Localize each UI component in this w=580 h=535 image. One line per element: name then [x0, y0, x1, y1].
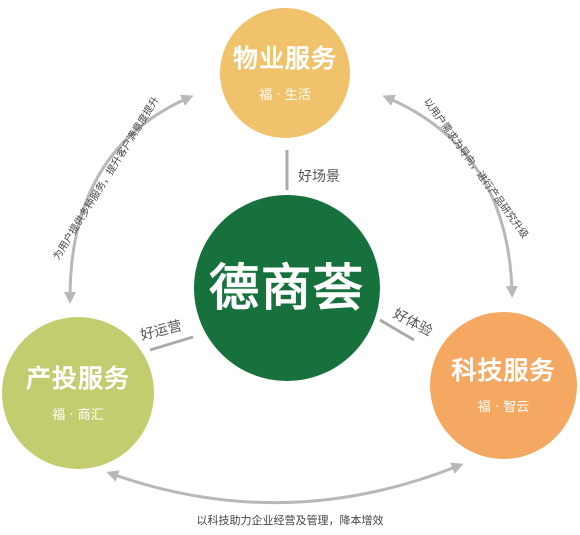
node-subtitle: 福 · 智云 [477, 400, 530, 415]
node-subtitle: 福 · 商汇 [52, 407, 104, 423]
node-title: 科技服务 [451, 356, 556, 385]
node-subtitle: 福 · 生活 [259, 87, 311, 103]
node-investment-service: 产投服务 福 · 商汇 [2, 317, 154, 469]
arc-arrow-left [64, 94, 194, 304]
arc-caption-bottom: 以科技助力企业经营及管理，降本增效 [196, 514, 384, 527]
connector-right [379, 318, 415, 342]
arc-arrow-right [382, 94, 518, 298]
arc-arrow-bottom [106, 462, 464, 505]
node-title: 产投服务 [25, 363, 130, 393]
node-title: 物业服务 [232, 43, 337, 73]
relation-label-top: 好场景 [298, 169, 340, 185]
center-title: 德商荟 [209, 259, 365, 317]
node-property-service: 物业服务 福 · 生活 [220, 8, 350, 138]
connector-left [149, 335, 194, 352]
center-hub: 德商荟 [194, 195, 380, 381]
node-technology-service: 科技服务 福 · 智云 [430, 312, 577, 459]
